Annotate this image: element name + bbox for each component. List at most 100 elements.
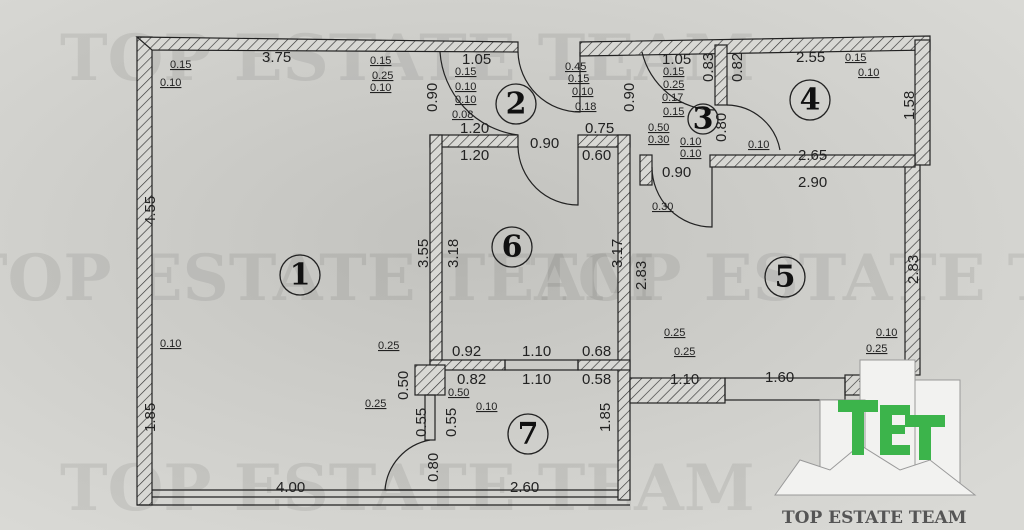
dimension-label: 0.80 <box>425 453 442 482</box>
dimension-label: 0.75 <box>585 120 614 137</box>
dimension-label: 0.92 <box>452 343 481 360</box>
dimension-label: 0.18 <box>575 101 596 113</box>
dimension-label: 0.50 <box>448 387 469 399</box>
dimension-label: 0.25 <box>664 327 685 339</box>
dimension-label: 0.55 <box>443 408 460 437</box>
wall-room6-right <box>617 134 631 501</box>
dimension-label: 0.15 <box>170 59 191 71</box>
dimension-label: 2.60 <box>510 479 539 496</box>
room-number: 1 <box>290 258 311 293</box>
dimension-label: 0.30 <box>652 201 673 213</box>
dimension-label: 0.25 <box>674 346 695 358</box>
dimension-label: 0.10 <box>455 94 476 106</box>
dimension-label: 0.17 <box>662 92 683 104</box>
dimension-label: 3.55 <box>415 239 432 268</box>
dimension-label: 0.82 <box>729 53 746 82</box>
dimension-label: 0.45 <box>565 61 586 73</box>
dimension-label: 2.55 <box>796 49 825 66</box>
dimension-label: 0.15 <box>663 106 684 118</box>
room-number: 3 <box>693 102 714 137</box>
room-number: 7 <box>518 417 539 452</box>
door-swings <box>384 51 781 491</box>
dimension-label: 0.10 <box>370 82 391 94</box>
dimension-label: 0.25 <box>372 70 393 82</box>
wall-room4-bottom <box>709 154 916 168</box>
dimension-label: 1.10 <box>670 371 699 388</box>
dimension-label: 0.10 <box>858 67 879 79</box>
dimension-label: 0.25 <box>378 340 399 352</box>
dimension-label: 4.55 <box>142 196 159 225</box>
dimension-label: 1.20 <box>460 120 489 137</box>
room-number: 5 <box>775 260 796 295</box>
dimension-label: 2.83 <box>905 255 922 284</box>
dimension-label: 3.17 <box>609 239 626 268</box>
dimension-label: 0.10 <box>876 327 897 339</box>
dimension-label: 0.80 <box>713 113 730 142</box>
dimension-label: 2.90 <box>798 174 827 191</box>
room-marker-circle <box>789 79 831 121</box>
dimension-label: 0.15 <box>845 52 866 64</box>
company-logo: TOP ESTATE TEAM <box>774 359 977 528</box>
room-marker-circle <box>279 254 321 296</box>
dimension-label: 0.60 <box>582 147 611 164</box>
dimension-label: 0.15 <box>663 66 684 78</box>
dimension-label: 4.00 <box>276 479 305 496</box>
dimension-label: 1.58 <box>901 91 918 120</box>
dimension-label: 0.10 <box>455 81 476 93</box>
dimension-label: 0.90 <box>530 135 559 152</box>
wall-room7-top-right <box>577 359 631 371</box>
dimension-label: 0.10 <box>748 139 769 151</box>
dimension-label: 1.20 <box>460 147 489 164</box>
dimension-label: 1.60 <box>765 369 794 386</box>
dimension-label: 0.10 <box>160 77 181 89</box>
dimension-label: 0.15 <box>568 73 589 85</box>
dimension-label: 0.25 <box>866 343 887 355</box>
watermark-text: TOP ESTATE TEAM <box>60 451 755 526</box>
wall-left <box>136 36 153 506</box>
dimension-label: 0.50 <box>395 371 412 400</box>
dimension-label: 0.90 <box>424 83 441 112</box>
dimension-label: 0.15 <box>370 55 391 67</box>
dimension-label: 2.83 <box>633 261 650 290</box>
dimension-label: 0.10 <box>476 401 497 413</box>
dimension-label: 0.25 <box>663 79 684 91</box>
watermark-text: TOP ESTATE TEAM <box>0 241 655 316</box>
wall-room5-bottom <box>629 377 726 404</box>
dimension-label: 0.10 <box>160 338 181 350</box>
dimension-label: 1.05 <box>662 51 691 68</box>
dimension-label: 0.15 <box>455 66 476 78</box>
dimension-label: 0.10 <box>572 86 593 98</box>
room-marker-circle <box>491 226 533 268</box>
wall-room3-4 <box>714 44 728 106</box>
watermark-text: TOP ESTATE TEAM <box>530 241 1024 316</box>
dimension-label: 0.90 <box>621 83 638 112</box>
room-marker-circle <box>495 83 537 125</box>
wall-room3-stub <box>639 154 653 186</box>
room-marker-circle <box>507 413 549 455</box>
room-number: 4 <box>800 83 821 118</box>
room-labels: 1 2 3 4 5 6 7 <box>279 79 831 455</box>
room-number: 2 <box>506 87 527 122</box>
dimension-label: 1.10 <box>522 371 551 388</box>
logo-letters-graphic <box>838 400 945 460</box>
dimension-label: 0.82 <box>457 371 486 388</box>
dimension-label: 1.85 <box>142 403 159 432</box>
dimension-label: 1.05 <box>462 51 491 68</box>
dimension-label: 0.68 <box>582 343 611 360</box>
room-number: 6 <box>502 230 523 265</box>
logo-name: TOP ESTATE TEAM <box>782 508 967 528</box>
dimension-label: 0.50 <box>648 122 669 134</box>
dimension-label: 0.30 <box>648 134 669 146</box>
wall-pillar <box>414 364 446 396</box>
dimension-label: 0.58 <box>582 371 611 388</box>
dimension-label: 1.10 <box>522 343 551 360</box>
dimension-label: 3.18 <box>445 239 462 268</box>
room-marker-circle <box>764 256 806 298</box>
watermarks: TOP ESTATE TEAM TOP ESTATE TEAM TOP ESTA… <box>0 21 1024 526</box>
dimension-label: 0.08 <box>452 109 473 121</box>
dimension-label: 0.90 <box>662 164 691 181</box>
wall-right-upper <box>914 39 931 166</box>
dimension-label: 0.83 <box>700 53 717 82</box>
watermark-text: TOP ESTATE TEAM <box>60 21 755 96</box>
